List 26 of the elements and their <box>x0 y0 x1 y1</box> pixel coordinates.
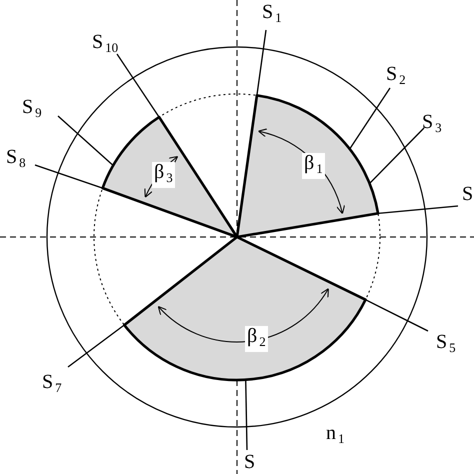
leader-line <box>256 30 267 96</box>
leader-line <box>68 324 125 368</box>
line-label: S$_{3}$ <box>422 112 442 138</box>
leader-line <box>116 54 160 118</box>
angle-label: β$_{1}$ <box>302 153 325 179</box>
line-label: S <box>244 452 256 472</box>
line-label: S$_{10}$ <box>92 32 118 58</box>
line-label: S$_{1}$ <box>262 2 282 28</box>
leader-line <box>245 380 248 450</box>
leader-line <box>349 88 391 150</box>
line-label: S$_{2}$ <box>386 64 406 90</box>
sector <box>101 116 238 238</box>
line-label: S$_{5}$ <box>436 332 456 358</box>
leader-line <box>378 205 458 214</box>
leader-line <box>34 164 103 189</box>
angle-label: β$_{3}$ <box>152 162 175 188</box>
line-label: S$_{8}$ <box>6 147 26 173</box>
region-label: n$_{1}$ <box>326 423 344 448</box>
leader-line <box>365 299 428 332</box>
leader-line <box>58 116 114 166</box>
angle-label: β$_{2}$ <box>245 326 268 352</box>
line-label: S <box>462 184 474 204</box>
sector <box>236 94 380 238</box>
line-label: S$_{7}$ <box>42 372 62 398</box>
leader-line <box>369 128 424 184</box>
line-label: S$_{9}$ <box>22 97 42 123</box>
